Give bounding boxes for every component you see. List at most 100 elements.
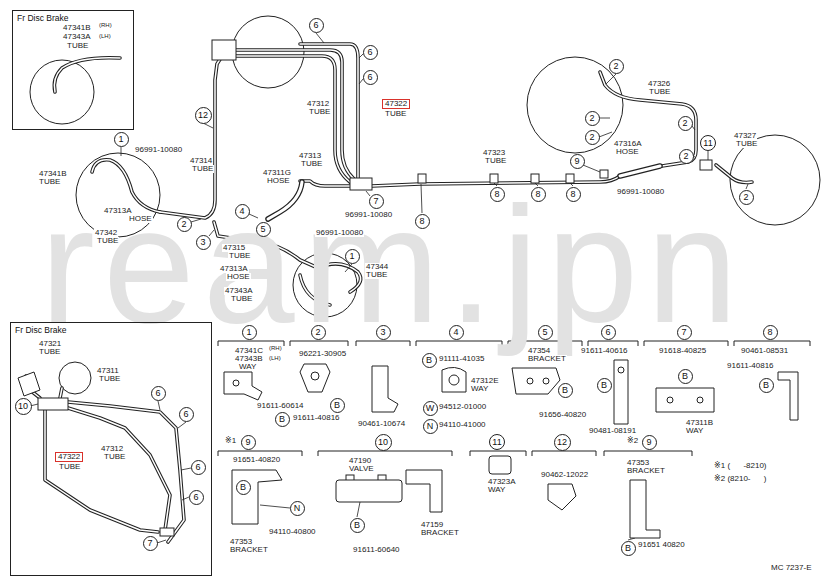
- callout-circle: 10: [15, 398, 32, 415]
- part-type: TUBE: [230, 295, 253, 303]
- callout-circle: 8: [566, 187, 581, 202]
- leader-line: [357, 502, 360, 517]
- fastener-letter: B: [240, 483, 246, 492]
- callout-circle: 1: [242, 325, 257, 340]
- fastener-callout: W: [423, 401, 438, 416]
- part-type: TUBE: [735, 140, 758, 148]
- part-number: 91611-40616: [580, 347, 629, 355]
- callout-number: 2: [613, 62, 618, 71]
- part-type: TUBE: [648, 88, 671, 96]
- callout-number: 2: [589, 133, 594, 142]
- fastener-letter: N: [294, 504, 301, 513]
- callout-number: 5: [260, 225, 265, 234]
- fastener-callout: B: [597, 378, 612, 393]
- part-type: TUBE: [38, 178, 61, 186]
- callout-number: 7: [373, 197, 378, 206]
- part-number: 94110-40800: [268, 528, 317, 536]
- fastener-letter: B: [279, 415, 285, 424]
- part-number: 91611-40816: [726, 362, 775, 370]
- fitting: [531, 174, 539, 183]
- fastener-letter: B: [682, 372, 688, 381]
- side-mark: (LH): [268, 355, 282, 361]
- part-sketch: [224, 372, 262, 400]
- part-number: 47322: [382, 99, 410, 109]
- callout-number: 1: [349, 252, 354, 261]
- callout-circle: 5: [256, 222, 271, 237]
- rotor-outline: [232, 16, 304, 88]
- leader-line: [583, 165, 600, 172]
- callout-circle: 12: [554, 434, 571, 451]
- part-type: WAY: [487, 486, 506, 494]
- leader-line: [599, 118, 610, 119]
- part-number: 91611-40816: [292, 414, 341, 422]
- callout-number: 8: [767, 328, 772, 337]
- part-sketch: [442, 367, 466, 392]
- callout-number: 2: [181, 220, 186, 229]
- callout-number: 2: [683, 152, 688, 161]
- callout-number: 8: [494, 190, 499, 199]
- part-number: 91611-60640: [352, 546, 401, 554]
- part-sketch: [548, 484, 576, 510]
- callout-circle: 8: [763, 325, 778, 340]
- rotor-outline: [527, 57, 623, 153]
- callout-number: 9: [245, 438, 250, 447]
- callout-circle: 6: [601, 325, 616, 340]
- note-text: ※1 ( -8210): [713, 462, 768, 470]
- part-type: TUBE: [365, 271, 388, 279]
- part-sketch: [311, 372, 319, 380]
- side-mark: (LH): [98, 33, 112, 39]
- side-mark: (RH): [98, 22, 113, 28]
- fastener-callout: N: [290, 501, 305, 516]
- part-type: TUBE: [228, 252, 251, 260]
- part-sketch: [300, 364, 330, 392]
- brake-tube: [26, 44, 752, 542]
- part-type: HOSE: [226, 273, 251, 281]
- part-sketch: [778, 372, 798, 420]
- part-sketch: [224, 360, 798, 538]
- callout-circle: 11: [700, 135, 716, 151]
- callout-circle: 2: [585, 111, 600, 126]
- leader-line: [182, 497, 189, 500]
- callout-circle: 10: [375, 434, 392, 451]
- part-sketch: [543, 378, 549, 384]
- part-type: HOSE: [128, 215, 153, 223]
- part-type: TUBE: [191, 165, 214, 173]
- note-text: ※2 (8210- ): [713, 475, 768, 483]
- group-bracket: [218, 341, 810, 456]
- part-number: 94110-41000: [438, 421, 487, 429]
- leader-line: [178, 422, 186, 428]
- callout-circle: 8: [531, 187, 546, 202]
- fastener-letter: B: [426, 356, 432, 365]
- side-mark: (RH): [268, 345, 283, 351]
- fitting: [38, 398, 68, 410]
- part-type: TUBE: [98, 375, 121, 383]
- part-sketch: [489, 456, 511, 474]
- callout-circle: 7: [143, 536, 158, 551]
- callout-circle: 2: [311, 325, 326, 340]
- callout-circle: 1: [345, 249, 360, 264]
- part-sketch: [232, 470, 282, 524]
- fastener-letter: W: [426, 404, 435, 413]
- callout-number: 2: [682, 119, 687, 128]
- callout-number: 12: [557, 438, 567, 447]
- callout-number: 2: [315, 328, 320, 337]
- note-mark: ※2: [626, 437, 639, 445]
- part-sketch: [233, 380, 239, 386]
- part-type: BRACKET: [420, 529, 460, 537]
- fitting: [700, 160, 712, 170]
- fitting: [18, 372, 40, 396]
- leader-line: [708, 151, 709, 160]
- part-number: 96991-10080: [344, 211, 393, 219]
- leader-line: [606, 74, 616, 84]
- callout-number: 2: [743, 193, 748, 202]
- callout-number: 7: [147, 539, 152, 548]
- part-type: VALVE: [348, 465, 375, 473]
- part-type: TUBE: [308, 108, 331, 116]
- fastener-letter: B: [354, 521, 360, 530]
- part-type: TUBE: [384, 110, 407, 118]
- fastener-callout: B: [422, 353, 437, 368]
- part-type: HOSE: [615, 148, 640, 156]
- part-number: 91611-60614: [256, 402, 305, 410]
- part-number: 90461-10674: [357, 420, 406, 428]
- fitting: [490, 174, 498, 183]
